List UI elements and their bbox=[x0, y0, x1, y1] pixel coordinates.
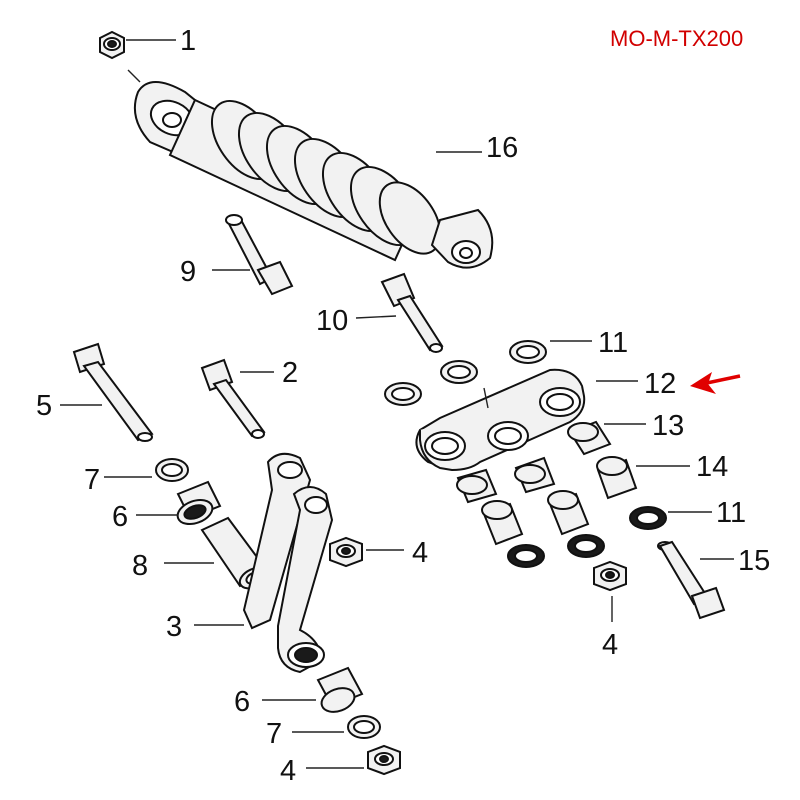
label-part-2: 2 bbox=[282, 357, 298, 389]
nut-part-4-bottom[interactable] bbox=[367, 744, 401, 776]
bolt-part-9[interactable] bbox=[225, 214, 294, 296]
label-part-8: 8 bbox=[132, 550, 148, 582]
label-part-11-lower: 11 bbox=[716, 497, 746, 529]
label-part-15: 15 bbox=[738, 545, 770, 577]
label-part-7-lower: 7 bbox=[266, 718, 282, 750]
shock-absorber-part-16[interactable] bbox=[134, 81, 494, 269]
bushing-part-6-upper[interactable] bbox=[174, 480, 222, 528]
label-part-3: 3 bbox=[166, 611, 182, 643]
washer-part-7-upper[interactable] bbox=[155, 458, 189, 482]
leader-lines bbox=[60, 39, 734, 769]
bolt-part-5[interactable] bbox=[72, 342, 154, 442]
bushing-part-6-lower[interactable] bbox=[316, 666, 364, 716]
dogbone-link-part-12[interactable] bbox=[415, 368, 586, 472]
label-part-9: 9 bbox=[180, 256, 196, 288]
bolt-part-2[interactable] bbox=[200, 358, 266, 439]
label-part-14: 14 bbox=[696, 451, 728, 483]
nut-part-4-middle[interactable] bbox=[329, 536, 363, 568]
label-part-4-right: 4 bbox=[602, 629, 618, 661]
label-part-7-upper: 7 bbox=[84, 464, 100, 496]
label-part-6-upper: 6 bbox=[112, 501, 128, 533]
label-part-1: 1 bbox=[180, 25, 196, 57]
label-part-5: 5 bbox=[36, 390, 52, 422]
bushing-part-13[interactable] bbox=[456, 420, 612, 504]
spacer-part-14[interactable] bbox=[481, 456, 638, 546]
nut-part-4-right[interactable] bbox=[593, 560, 627, 592]
label-part-4-bottom: 4 bbox=[280, 755, 296, 787]
bolt-part-15[interactable] bbox=[657, 540, 726, 620]
model-code-label: MO-M-TX200 bbox=[610, 26, 743, 51]
bolt-part-10[interactable] bbox=[380, 272, 444, 353]
label-part-12: 12 bbox=[644, 368, 676, 400]
label-part-4-middle: 4 bbox=[412, 537, 428, 569]
red-arrow-icon bbox=[690, 372, 741, 394]
seal-ring-part-11-upper[interactable] bbox=[384, 340, 547, 406]
washer-part-7-lower[interactable] bbox=[347, 715, 381, 739]
label-part-13: 13 bbox=[652, 410, 684, 442]
label-part-11-upper: 11 bbox=[598, 327, 628, 359]
label-part-10: 10 bbox=[316, 305, 348, 337]
label-part-6-lower: 6 bbox=[234, 686, 250, 718]
label-part-16: 16 bbox=[486, 132, 518, 164]
nut-part-1[interactable] bbox=[99, 30, 125, 60]
seal-ring-part-11-lower[interactable] bbox=[507, 506, 667, 568]
part-labels: 1 16 9 10 11 12 13 14 11 15 5 2 7 6 8 4 … bbox=[36, 25, 770, 787]
link-plate-part-3[interactable] bbox=[242, 452, 334, 674]
